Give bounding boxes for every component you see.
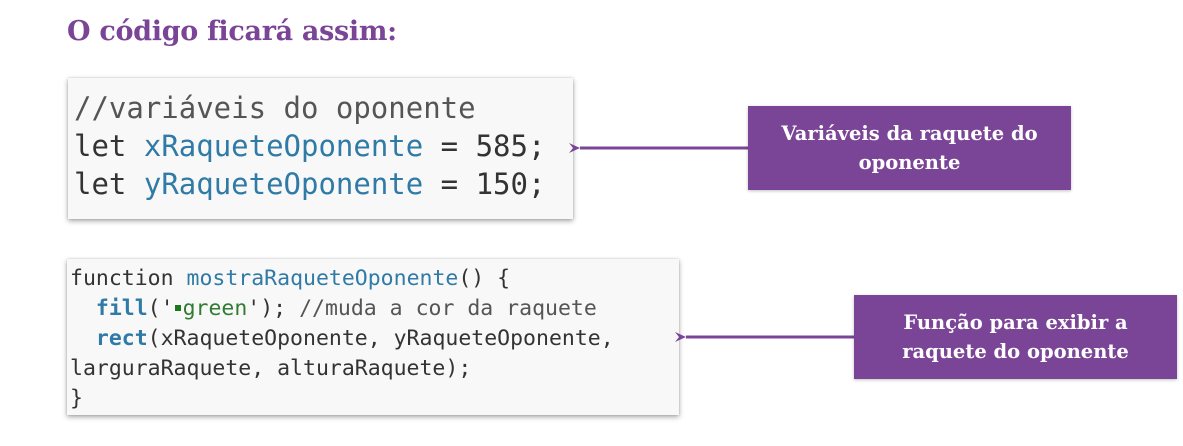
code-line-y: let yRaqueteOponente = 150; [74,167,546,201]
code-block-variables: //variáveis do oponente let xRaqueteOpon… [68,78,573,219]
code-function-signature: function mostraRaqueteOponente() { [70,266,511,291]
code-block-function: function mostraRaqueteOponente() { fill(… [67,259,679,415]
code-rect-args-line: larguraRaquete, alturaRaquete); [70,356,472,381]
code-comment: //variáveis do oponente [74,91,476,125]
code-closing-brace: } [70,386,83,411]
code-rect-line: rect(xRaqueteOponente, yRaqueteOponente, [95,326,614,351]
color-swatch-icon [174,304,181,311]
page-title: O código ficará assim: [67,16,397,47]
code-fill-line: fill('green'); //muda a cor da raquete [95,296,597,321]
code-line-x: let xRaqueteOponente = 585; [74,129,546,163]
